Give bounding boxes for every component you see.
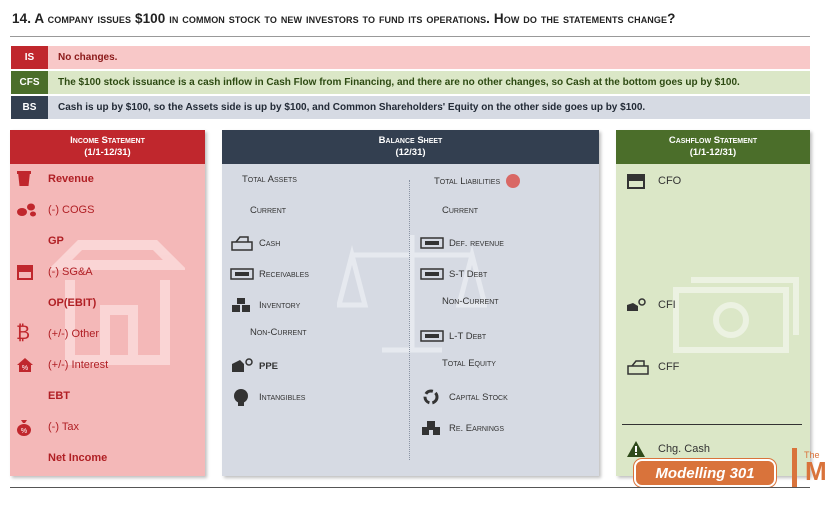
is-item-ebt: EBT: [16, 387, 70, 405]
is-item-label: GP: [48, 235, 64, 247]
is-item-label: Net Income: [48, 452, 108, 464]
brain-icon: [230, 388, 256, 406]
bs-right-st-debt: S-T Debt: [420, 265, 487, 283]
is-item-label: (+/-) Interest: [48, 359, 109, 371]
beans-icon: [16, 201, 40, 219]
svg-text:%: %: [21, 428, 27, 435]
bitcoin-icon: ₿: [16, 323, 31, 344]
modelling-badge: Modelling 301: [634, 459, 776, 487]
income-statement-title: Income Statement: [70, 135, 145, 146]
bs-right-non-current: Non-Current: [442, 296, 499, 307]
question-title: 14. A company issues $100 in common stoc…: [12, 11, 676, 26]
bill-icon: [420, 265, 446, 283]
income-statement-period: (1/1-12/31): [84, 147, 131, 158]
is-item-label: EBT: [48, 390, 70, 402]
is-item-label: (+/-) Other: [48, 328, 100, 340]
balance-sheet-header: Balance Sheet (12/31): [222, 130, 599, 164]
store-watermark-icon: [50, 240, 185, 365]
bs-right-current: Current: [442, 205, 479, 216]
income-statement-panel: Income Statement (1/1-12/31) Revenue (-)…: [10, 130, 205, 476]
bs-right-total-equity: Total Equity: [442, 358, 496, 369]
is-item-tax: % (-) Tax: [16, 418, 79, 436]
summary-text-cfs: The $100 stock issuance is a cash inflow…: [48, 71, 810, 94]
banknote-watermark-icon: [673, 277, 799, 353]
balance-sheet-panel: Balance Sheet (12/31) Total Assets Curre…: [222, 130, 599, 476]
bs-left-cash: Cash: [230, 234, 280, 252]
svg-text:%: %: [22, 365, 28, 372]
is-item-label: (-) COGS: [48, 204, 95, 216]
store-icon: [16, 263, 40, 281]
bs-right-re-earnings: Re. Earnings: [420, 419, 504, 437]
cup-icon: [16, 170, 40, 188]
summary-row-bs: BS Cash is up by $100, so the Assets sid…: [11, 96, 810, 119]
is-item-ebit: OP(EBIT): [16, 294, 96, 312]
is-item-revenue: Revenue: [16, 170, 94, 188]
is-item-other: ₿ (+/-) Other: [16, 323, 100, 344]
bs-left-intangibles: Intangibles: [230, 388, 305, 406]
is-item-label: OP(EBIT): [48, 297, 97, 309]
is-item-label: (-) Tax: [48, 421, 79, 433]
cf-item-cfo: CFO: [626, 172, 681, 190]
store-icon: [626, 172, 650, 190]
bs-right-def-revenue: Def. revenue: [420, 234, 504, 252]
cash-register-icon: [626, 358, 650, 376]
bs-left-non-current: Non-Current: [250, 327, 307, 338]
bs-left-receivables: Receivables: [230, 265, 309, 283]
cf-divider: [622, 424, 802, 425]
bs-divider: [409, 180, 410, 460]
is-item-gp: GP: [16, 232, 64, 250]
pointer-dot-icon: [506, 174, 521, 188]
cf-item-cff: CFF: [626, 358, 679, 376]
summary-tag-bs: BS: [11, 96, 48, 119]
brand-logo-text: The: [804, 450, 820, 460]
summary-text-is: No changes.: [48, 46, 810, 69]
is-item-interest: % (+/-) Interest: [16, 356, 108, 374]
brand-logo-letter: M: [805, 456, 827, 486]
is-item-label: (-) SG&A: [48, 266, 93, 278]
bs-right-total-liabilities: Total Liabilities: [434, 174, 521, 188]
building-icon: [420, 419, 446, 437]
is-item-cogs: (-) COGS: [16, 201, 94, 219]
summary-row-is: IS No changes.: [11, 46, 810, 69]
income-statement-header: Income Statement (1/1-12/31): [10, 130, 205, 164]
cycle-icon: [420, 388, 446, 406]
scale-watermark-icon: [337, 235, 487, 353]
cashflow-statement-period: (1/1-12/31): [689, 147, 737, 158]
balance-sheet-period: (12/31): [395, 147, 426, 158]
summary-row-cfs: CFS The $100 stock issuance is a cash in…: [11, 71, 810, 94]
bottom-rule: [10, 487, 810, 488]
cashflow-statement-panel: Cashflow Statement (1/1-12/31) CFO CFI C…: [616, 130, 810, 476]
bs-left-current: Current: [250, 205, 287, 216]
is-item-sga: (-) SG&A: [16, 263, 93, 281]
summary-tag-cfs: CFS: [11, 71, 48, 94]
cf-item-cfi: CFI: [626, 296, 676, 314]
bill-icon: [420, 327, 446, 345]
cf-item-chg-cash: Chg. Cash: [626, 440, 710, 458]
warning-triangle-icon: [626, 440, 650, 458]
boxes-icon: [230, 296, 256, 314]
bill-icon: [420, 234, 446, 252]
house-percent-icon: %: [16, 356, 40, 374]
bs-right-capital-stock: Capital Stock: [420, 388, 508, 406]
bs-left-inventory: Inventory: [230, 296, 300, 314]
balance-sheet-title: Balance Sheet: [378, 135, 443, 146]
cash-register-icon: [230, 234, 256, 252]
ppe-icon: [230, 357, 256, 375]
bs-left-ppe: PPE: [230, 357, 278, 375]
is-item-net-income: Net Income: [16, 449, 107, 467]
bs-right-lt-debt: L-T Debt: [420, 327, 486, 345]
summary-text-bs: Cash is up by $100, so the Assets side i…: [48, 96, 810, 119]
bill-icon: [230, 265, 256, 283]
title-divider: [10, 36, 810, 37]
summary-tag-is: IS: [11, 46, 48, 69]
brand-logo-bar: [792, 448, 797, 488]
bs-left-total-assets: Total Assets: [242, 174, 297, 185]
is-item-label: Revenue: [48, 173, 94, 185]
hand-coin-icon: [626, 296, 650, 314]
tax-bag-icon: %: [16, 418, 40, 436]
cashflow-statement-header: Cashflow Statement (1/1-12/31): [616, 130, 810, 164]
cashflow-statement-title: Cashflow Statement: [668, 135, 758, 146]
